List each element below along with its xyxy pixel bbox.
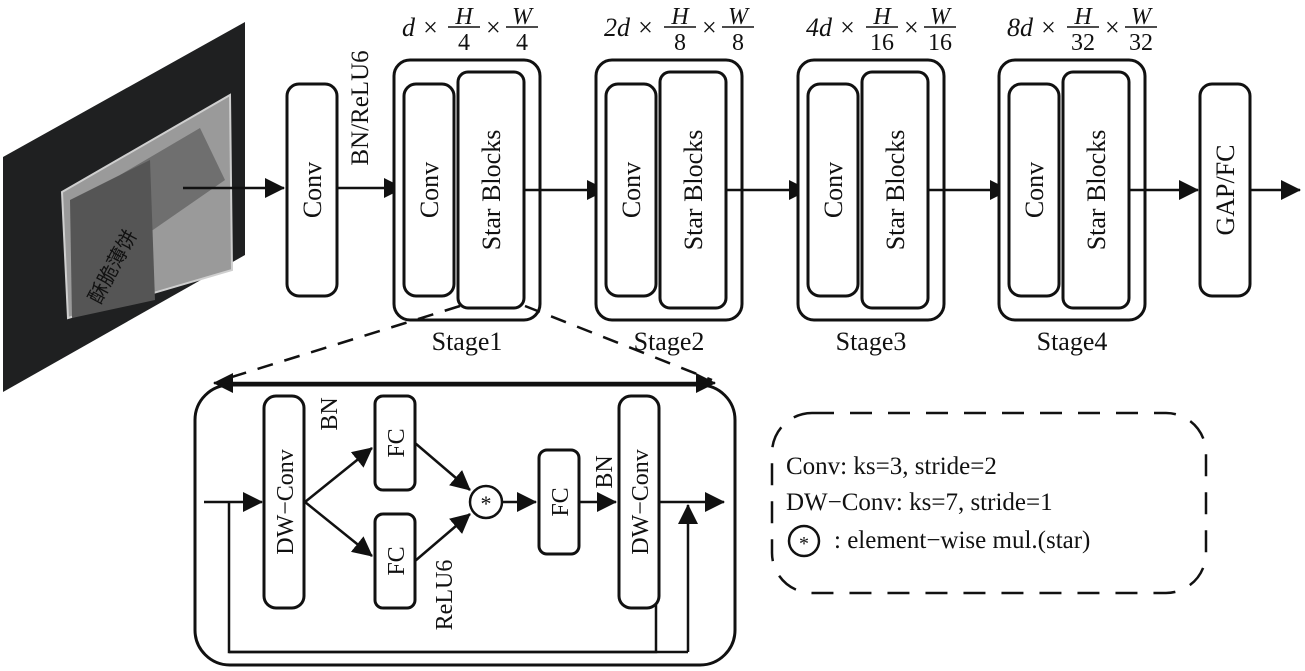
w-denominator: 8 (732, 30, 744, 56)
dim-prefix: 2d × (604, 13, 654, 42)
stage-conv-label: Conv (415, 162, 444, 218)
fc-bottom-label: FC (384, 546, 410, 575)
stage-dimension-formula: d ×H4×W4 (402, 4, 538, 56)
star-block-container (193, 383, 737, 667)
gap-fc-block: GAP/FC (1198, 82, 1252, 298)
legend: Conv: ks=3, stride=2 DW−Conv: ks=7, stri… (770, 411, 1208, 595)
dwconv-in-label: DW−Conv (273, 449, 299, 555)
stage-name: Stage2 (634, 327, 705, 356)
bn-out-label: BN (592, 455, 618, 488)
fc-top-label: FC (384, 428, 410, 457)
w-numerator: W (728, 4, 750, 30)
star-block-detail: DW−Conv BN FC FC ReLU6 * FC BN DW−Conv (193, 383, 737, 667)
w-denominator: 32 (1129, 30, 1153, 56)
stage-dimension-formula: 4d ×H16×W16 (806, 4, 956, 56)
stem-activation-label: BN/ReLU6 (347, 50, 374, 165)
times-symbol: × (486, 13, 501, 42)
stage-name: Stage3 (836, 327, 907, 356)
w-denominator: 4 (516, 30, 528, 56)
dwconv-out-label: DW−Conv (628, 449, 654, 555)
arrow-to-fc-top (304, 447, 373, 503)
w-numerator: W (930, 4, 952, 30)
stage-dimension-formula: 2d ×H8×W8 (604, 4, 754, 56)
legend-star: : element−wise mul.(star) (834, 527, 1090, 554)
stage-conv-label: Conv (617, 162, 646, 218)
times-symbol: × (1105, 13, 1120, 42)
times-symbol: × (702, 13, 717, 42)
times-symbol: × (904, 13, 919, 42)
relu6-label: ReLU6 (432, 560, 458, 631)
h-numerator: H (872, 4, 892, 30)
legend-border (770, 411, 1208, 595)
h-denominator: 4 (458, 30, 470, 56)
w-numerator: W (1131, 4, 1153, 30)
h-numerator: H (454, 4, 474, 30)
star-blocks-label: Star Blocks (881, 130, 910, 251)
h-denominator: 32 (1071, 30, 1095, 56)
arrow-fc-top-to-star (414, 442, 471, 491)
stage-conv-label: Conv (1020, 162, 1049, 218)
h-numerator: H (670, 4, 690, 30)
legend-dwconv: DW−Conv: ks=7, stride=1 (786, 489, 1053, 516)
dim-prefix: 8d × (1007, 13, 1057, 42)
h-denominator: 8 (674, 30, 686, 56)
legend-conv: Conv: ks=3, stride=2 (786, 453, 997, 480)
legend-star-icon (787, 524, 821, 558)
bn-in-label: BN (317, 397, 343, 430)
star-operator-symbol: * (481, 491, 492, 516)
fc-mid-label: FC (548, 487, 574, 516)
stage-conv-label: Conv (819, 162, 848, 218)
arrow-to-fc-bottom (304, 501, 373, 557)
zoom-line-right (524, 304, 713, 382)
stage-conv-block (604, 82, 658, 298)
dim-prefix: d × (402, 13, 439, 42)
w-numerator: W (512, 4, 534, 30)
dim-prefix: 4d × (806, 13, 856, 42)
input-image: 酥脆薄饼 (3, 22, 245, 392)
star-blocks-label: Star Blocks (1082, 130, 1111, 251)
star-blocks-label: Star Blocks (679, 130, 708, 251)
stage-dimension-formula: 8d ×H32×W32 (1007, 4, 1157, 56)
w-denominator: 16 (928, 30, 952, 56)
stage-conv-block (1007, 82, 1061, 298)
stage-name: Stage1 (432, 327, 503, 356)
stage-name: Stage4 (1037, 327, 1108, 356)
gap-fc-label: GAP/FC (1211, 144, 1240, 235)
stem-conv-block: Conv (285, 82, 339, 298)
h-numerator: H (1073, 4, 1093, 30)
star-blocks-label: Star Blocks (477, 130, 506, 251)
h-denominator: 16 (870, 30, 894, 56)
zoom-line-left (221, 304, 461, 382)
legend-star-symbol: * (799, 533, 809, 555)
arrow-fc-bottom-to-star (414, 513, 471, 562)
stem-conv-label: Conv (298, 162, 327, 218)
stage-conv-block (402, 82, 456, 298)
dwconv-in-block (262, 394, 306, 610)
stage-conv-block (806, 82, 860, 298)
